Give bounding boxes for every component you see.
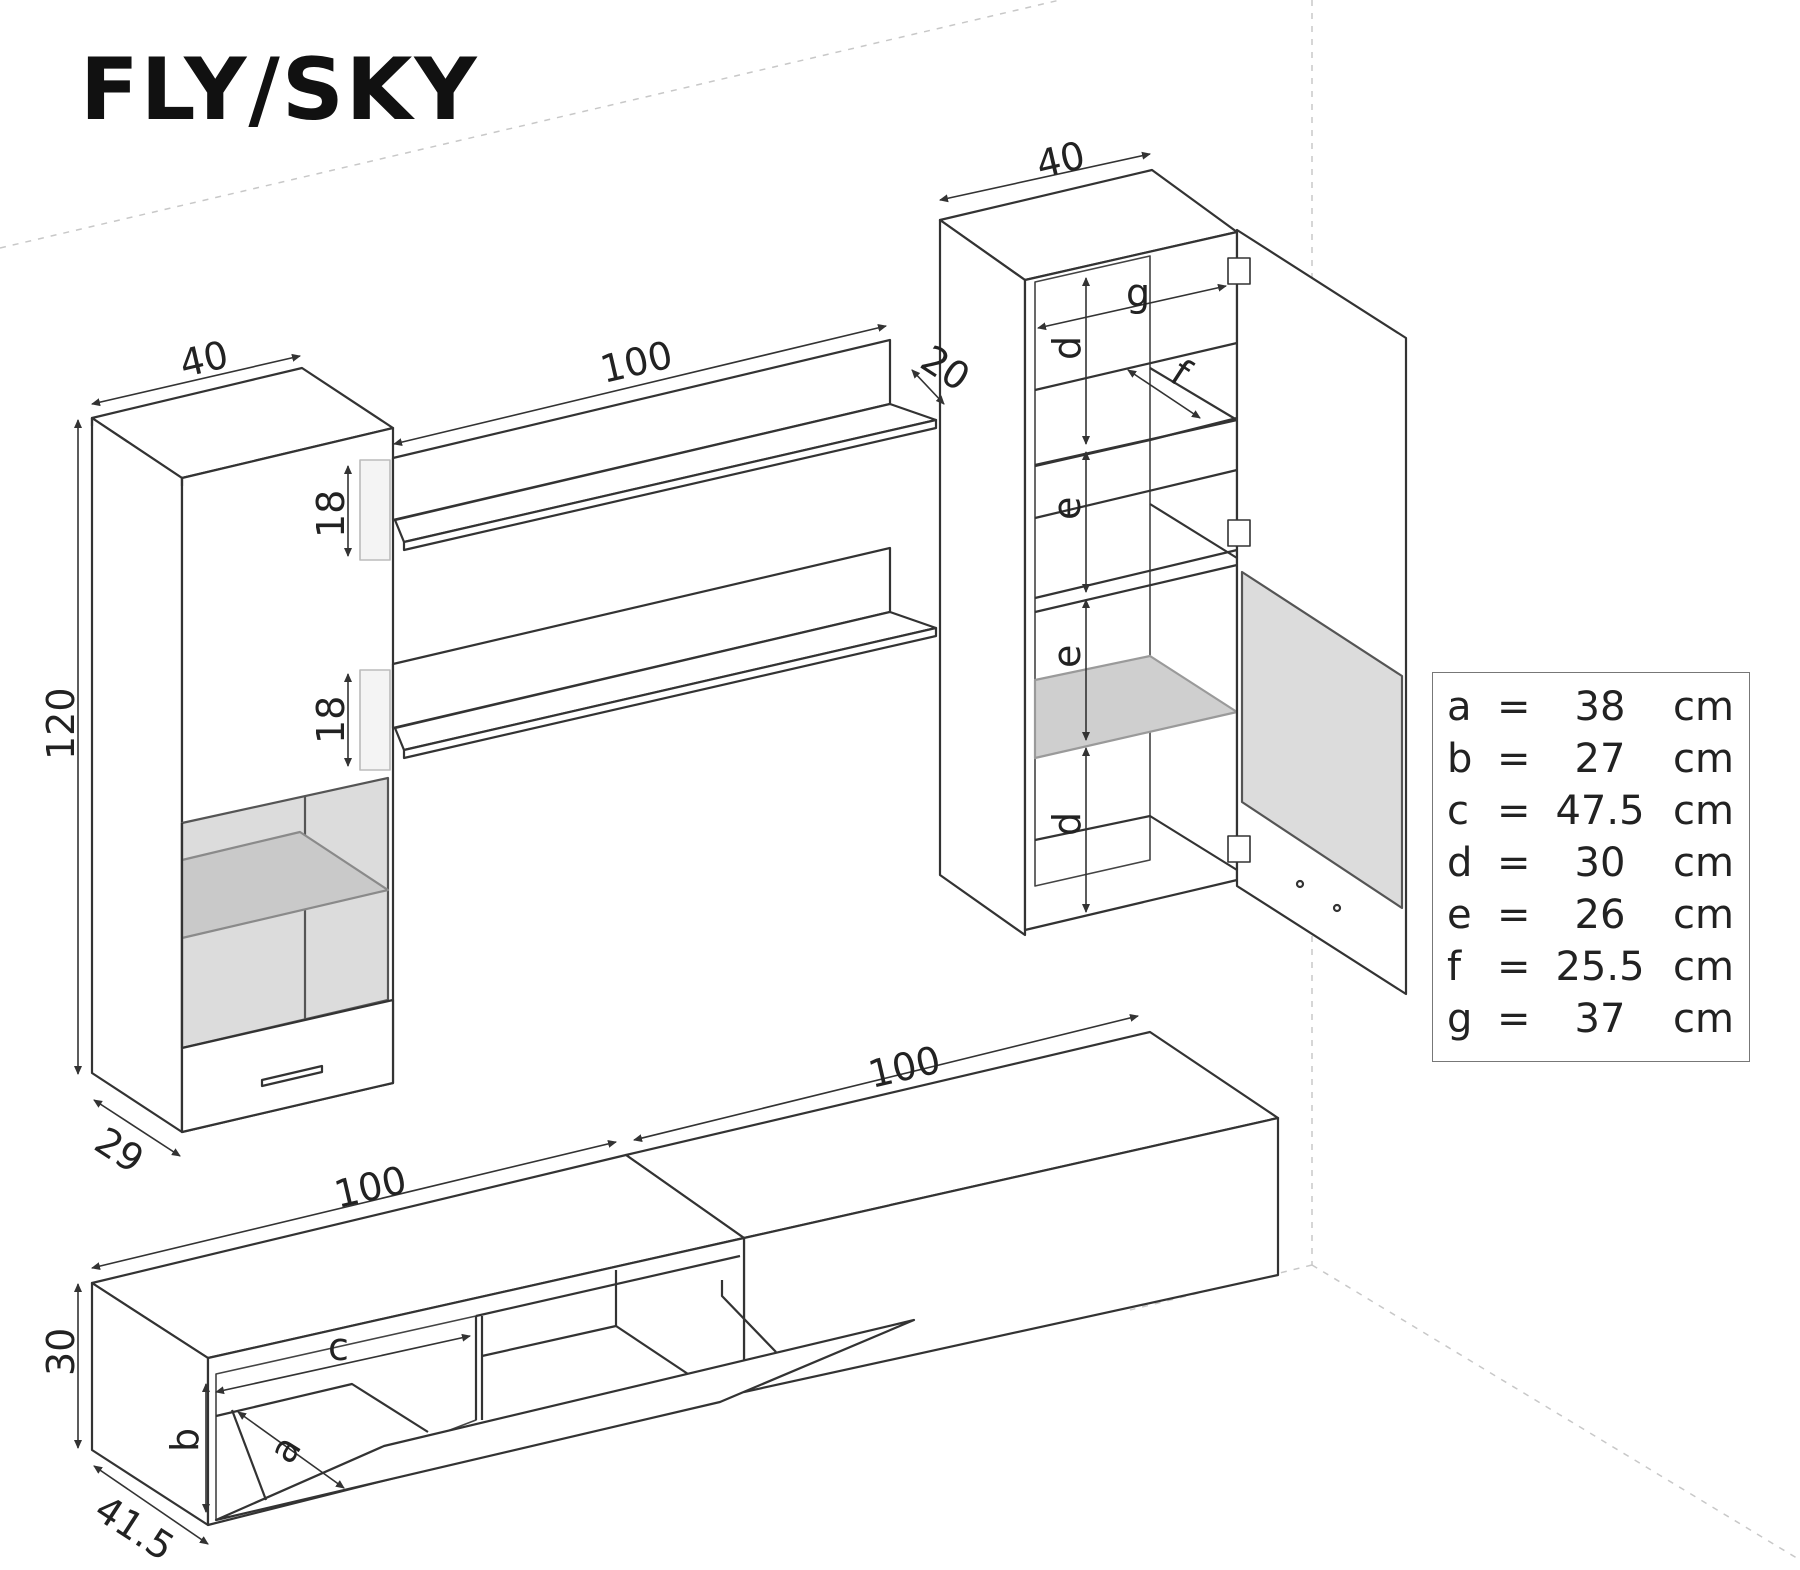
door-knob-icon — [1295, 879, 1305, 889]
label-b: b — [163, 1428, 207, 1452]
legend-unit: cm — [1673, 996, 1734, 1042]
legend-row: e = 26 cm — [1433, 889, 1749, 941]
legend-equals: = — [1497, 736, 1531, 782]
dimension-lines — [74, 151, 1227, 1545]
dim-shelf-width: 100 — [596, 333, 677, 392]
legend-value: 47.5 — [1555, 788, 1645, 834]
floating-shelves — [359, 338, 938, 771]
legend-row: c = 47.5 cm — [1433, 785, 1749, 837]
wall-cabinet-door-glass — [1240, 570, 1404, 910]
legend-value: 30 — [1574, 840, 1626, 886]
label-e-top: e — [1045, 497, 1089, 520]
legend-row: a = 38 cm — [1433, 681, 1749, 733]
tall-cabinet-side — [90, 416, 184, 1134]
tall-cabinet-drawer — [180, 998, 395, 1134]
dim-wall-width: 40 — [1032, 133, 1089, 187]
label-d-top: d — [1045, 336, 1089, 360]
dim-tall-depth: 29 — [87, 1119, 152, 1182]
legend-row: f = 25.5 cm — [1433, 941, 1749, 993]
legend-key: a — [1447, 684, 1472, 730]
hinge-icon — [1227, 257, 1251, 863]
dimension-legend: a = 38 cm b = 27 cm c = 47.5 cm d = 30 cm e = 26 cm f = 25.5 cm… — [1432, 672, 1750, 1062]
legend-equals: = — [1497, 944, 1531, 990]
label-d-bottom: d — [1045, 812, 1089, 836]
wall-cabinet-right — [938, 168, 1408, 996]
dim-base-left-width: 100 — [330, 1158, 411, 1217]
dim-shelf-gap-upper: 18 — [309, 490, 353, 538]
legend-equals: = — [1497, 684, 1531, 730]
legend-unit: cm — [1673, 736, 1734, 782]
legend-key: e — [1447, 892, 1472, 938]
legend-value: 25.5 — [1555, 944, 1645, 990]
legend-row: d = 30 cm — [1433, 837, 1749, 889]
dim-shelf-gap-lower: 18 — [309, 696, 353, 744]
dim-base-height: 30 — [39, 1328, 83, 1376]
legend-unit: cm — [1673, 840, 1734, 886]
legend-value: 37 — [1574, 996, 1626, 1042]
legend-key: b — [1447, 736, 1473, 782]
dim-tall-height: 120 — [39, 687, 83, 760]
drawer-handle-icon — [260, 1064, 324, 1088]
legend-value: 27 — [1574, 736, 1626, 782]
product-title: FLY/SKY — [80, 40, 479, 140]
legend-key: f — [1447, 944, 1462, 990]
legend-key: c — [1447, 788, 1469, 834]
wall-cabinet-side — [938, 218, 1027, 937]
legend-equals: = — [1497, 892, 1531, 938]
legend-row: b = 27 cm — [1433, 733, 1749, 785]
legend-unit: cm — [1673, 788, 1734, 834]
legend-unit: cm — [1673, 944, 1734, 990]
label-g: g — [1126, 271, 1150, 315]
legend-row: g = 37 cm — [1433, 993, 1749, 1045]
tall-cabinet-left — [90, 366, 395, 1134]
legend-unit: cm — [1673, 892, 1734, 938]
legend-value: 38 — [1574, 684, 1626, 730]
label-c: c — [328, 1325, 349, 1369]
legend-value: 26 — [1574, 892, 1626, 938]
legend-key: d — [1447, 840, 1473, 886]
legend-equals: = — [1497, 840, 1531, 886]
legend-unit: cm — [1673, 684, 1734, 730]
legend-key: g — [1447, 996, 1473, 1042]
legend-equals: = — [1497, 788, 1531, 834]
label-e-bottom: e — [1045, 645, 1089, 668]
dim-tall-width: 40 — [175, 332, 232, 386]
legend-equals: = — [1497, 996, 1531, 1042]
